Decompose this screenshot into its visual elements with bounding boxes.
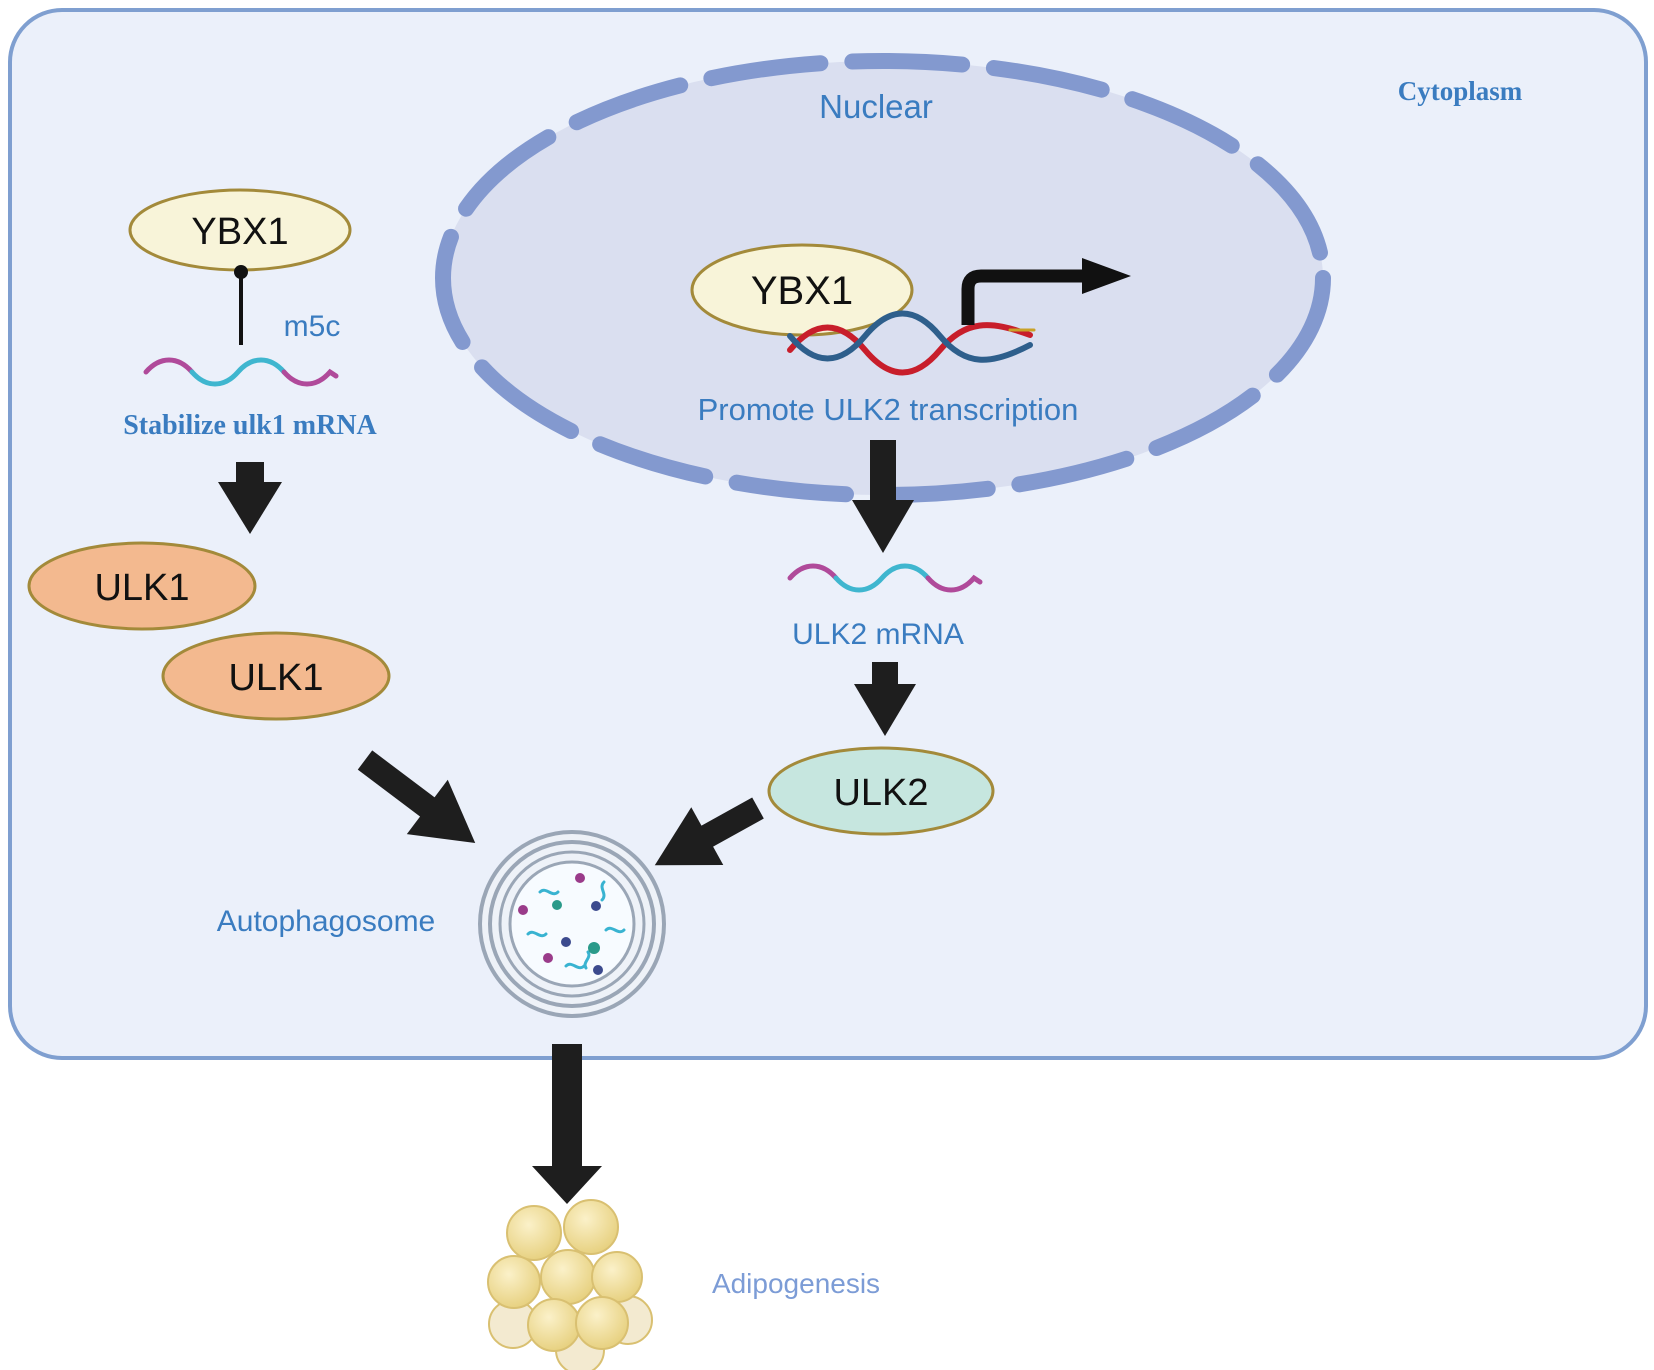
ulk1-label-top: ULK1: [94, 567, 189, 609]
ulk2-mrna-wave: [787, 563, 983, 593]
ulk1-mrna-wave: [143, 357, 339, 387]
arrow-ulk1-to-autophagosome: [357, 750, 476, 844]
ulk2-oval: [767, 746, 995, 836]
m5c-label: m5c: [284, 310, 341, 343]
arrow-to-ulk1: [218, 462, 282, 534]
ybx1-cytoplasmic-label: YBX1: [191, 211, 288, 253]
adipocyte-cluster-icon: [487, 1199, 653, 1370]
arrow-to-ulk2-mrna: [852, 440, 914, 553]
ulk1-oval-top: [27, 541, 257, 631]
autophagosome-label: Autophagosome: [217, 905, 436, 938]
nuclear-label: Nuclear: [819, 88, 933, 125]
promote-label: Promote ULK2 transcription: [698, 392, 1079, 427]
autophagosome: [478, 830, 666, 1018]
dna-double-helix: [787, 310, 1036, 376]
stabilize-label: Stabilize ulk1 mRNA: [123, 410, 377, 441]
ulk2-mrna-label: ULK2 mRNA: [792, 618, 964, 651]
ybx1-nuclear-label: YBX1: [751, 269, 853, 313]
arrow-to-adipogenesis: [532, 1044, 602, 1204]
transcription-start-arrow: [961, 258, 1131, 325]
arrow-to-ulk2: [854, 662, 916, 736]
ulk1-oval-bottom: [161, 631, 391, 721]
ulk1-label-bottom: ULK1: [228, 657, 323, 699]
adipogenesis-label: Adipogenesis: [712, 1268, 880, 1299]
ulk2-label: ULK2: [833, 772, 928, 814]
arrow-ulk2-to-autophagosome: [654, 797, 764, 866]
cytoplasm-label: Cytoplasm: [1398, 76, 1523, 106]
